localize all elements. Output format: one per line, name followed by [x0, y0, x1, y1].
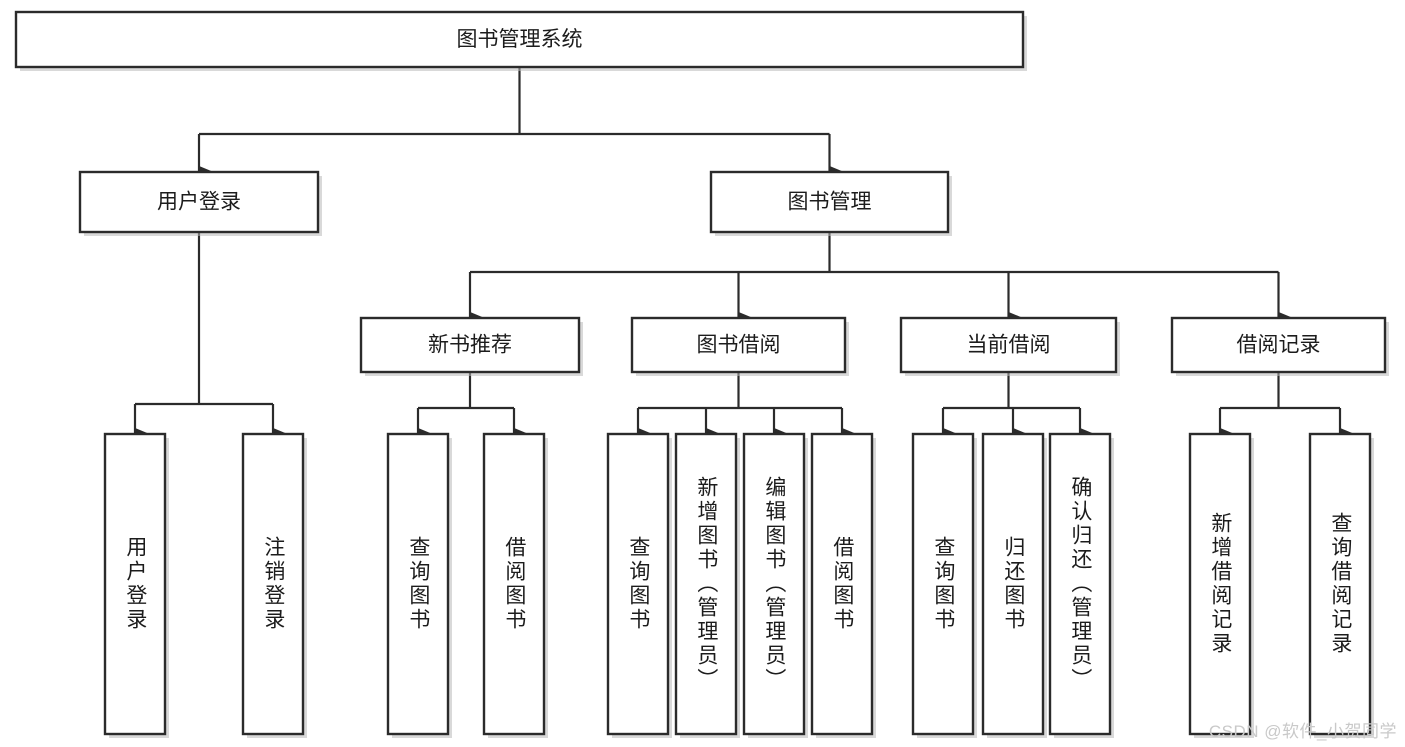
label-book-borrow: 图书借阅 [697, 334, 781, 357]
box-layer [14, 10, 1387, 736]
leaf-leaf-add-record[interactable] [1188, 432, 1252, 736]
node-new-book-recommend[interactable] [359, 316, 581, 374]
label-book-manage: 图书管理 [788, 191, 872, 214]
leaf-leaf-user-login[interactable] [103, 432, 167, 736]
label-root: 图书管理系统 [457, 28, 583, 51]
leaf-leaf-borrow-book-2[interactable] [810, 432, 874, 736]
label-user-login: 用户登录 [157, 191, 241, 214]
label-new-book-recommend: 新书推荐 [428, 334, 512, 357]
leaf-leaf-query-book-1[interactable] [386, 432, 450, 736]
leaf-leaf-query-record[interactable] [1308, 432, 1372, 736]
node-current-borrow[interactable] [899, 316, 1118, 374]
label-borrow-record: 借阅记录 [1237, 334, 1321, 357]
label-current-borrow: 当前借阅 [967, 334, 1051, 357]
leaf-leaf-edit-book[interactable] [742, 432, 806, 736]
leaf-leaf-logout[interactable] [241, 432, 305, 736]
leaf-leaf-return-book[interactable] [981, 432, 1045, 736]
node-root[interactable] [14, 10, 1025, 69]
leaf-leaf-query-book-2[interactable] [606, 432, 670, 736]
watermark: CSDN @软件_小贺同学 [1208, 722, 1397, 741]
connector-layer [133, 67, 1353, 439]
leaf-leaf-query-book-3[interactable] [911, 432, 975, 736]
node-book-borrow[interactable] [630, 316, 847, 374]
node-book-manage[interactable] [709, 170, 950, 234]
leaf-leaf-add-book[interactable] [674, 432, 738, 736]
leaf-leaf-borrow-book-1[interactable] [482, 432, 546, 736]
node-user-login[interactable] [78, 170, 320, 234]
leaf-leaf-confirm-return[interactable] [1048, 432, 1112, 736]
node-borrow-record[interactable] [1170, 316, 1387, 374]
